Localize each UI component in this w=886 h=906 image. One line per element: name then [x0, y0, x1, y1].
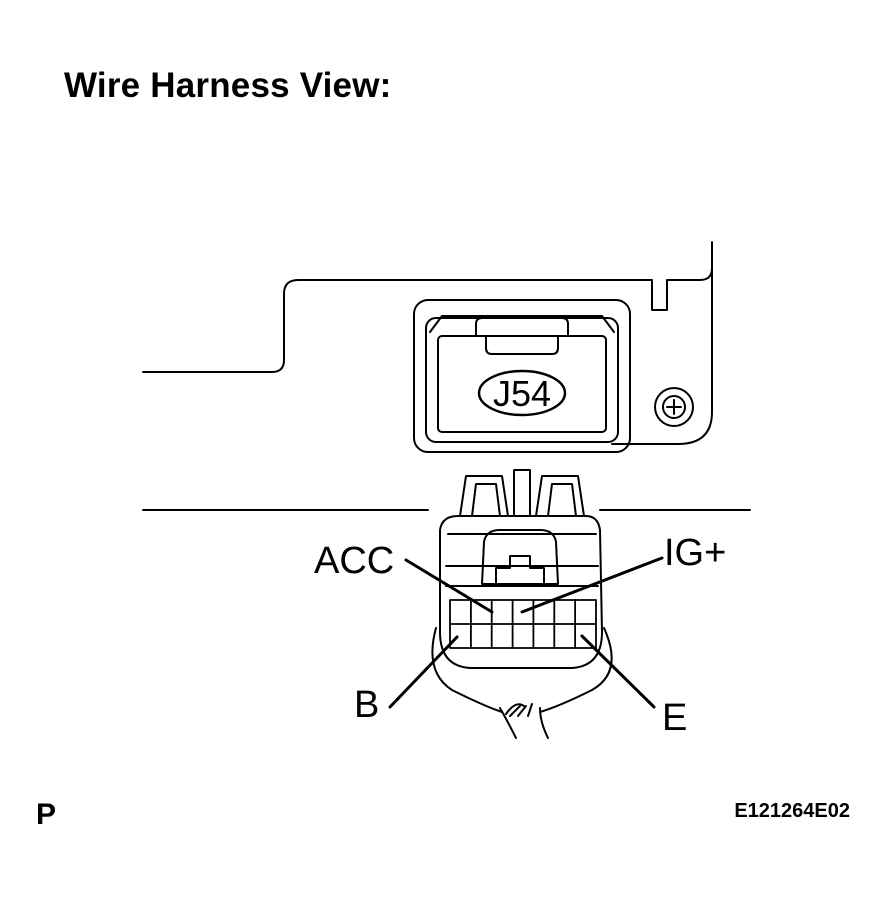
- screw-icon: [654, 387, 694, 427]
- harness-connector-latch: [459, 469, 585, 517]
- leader-ig-plus: [520, 556, 664, 614]
- bracket-outline: [142, 241, 713, 373]
- terminal-grid: [449, 599, 597, 649]
- footer-section-letter: P: [36, 798, 57, 831]
- leader-b: [388, 635, 459, 709]
- bracket-right-edge: [611, 267, 713, 445]
- pin-label-ig-plus: IG+: [664, 532, 727, 574]
- connector-j54-housing: [413, 299, 631, 453]
- diagram-title: Wire Harness View:: [64, 66, 392, 105]
- wire-bundle: [431, 627, 613, 739]
- connector-id-ellipse: [477, 369, 567, 417]
- footer-figure-code: E121264E02: [734, 800, 850, 822]
- pin-label-b: B: [354, 684, 380, 726]
- leader-acc: [404, 558, 494, 614]
- pin-label-acc: ACC: [314, 540, 395, 582]
- harness-connector-body: [439, 515, 603, 669]
- leader-e: [580, 634, 656, 709]
- connector-id-label: J54: [493, 373, 551, 414]
- pin-label-e: E: [662, 697, 688, 739]
